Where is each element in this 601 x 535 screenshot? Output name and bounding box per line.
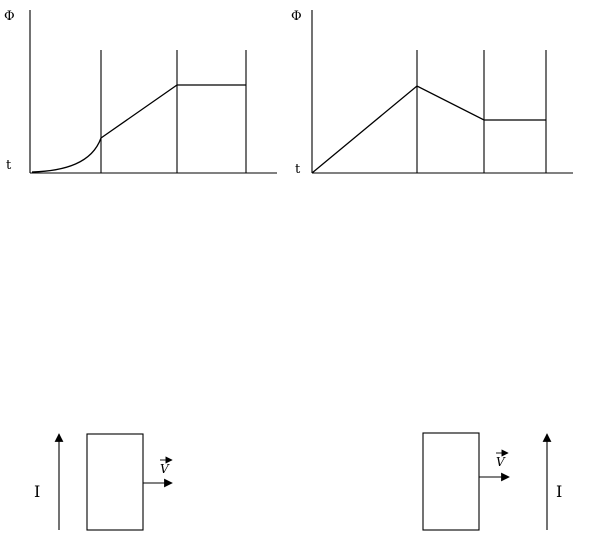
velocity-label-group: V <box>160 456 173 476</box>
velocity-label: V <box>160 462 170 476</box>
current-label: I <box>556 482 562 501</box>
x-axis-label: t <box>295 162 301 177</box>
flux-curve <box>31 84 246 173</box>
x-axis-label: t <box>6 158 12 173</box>
y-axis-label: Φ <box>4 9 15 24</box>
velocity-label: V <box>496 455 506 469</box>
flux-graph-left: Φ t <box>4 9 277 174</box>
conducting-loop <box>86 433 144 531</box>
current-label: I <box>34 482 40 501</box>
y-axis-label: Φ <box>291 9 302 24</box>
flux-graph-right: Φ t <box>291 9 573 177</box>
conducting-loop <box>422 432 480 531</box>
setup-left: I V <box>34 433 173 531</box>
setup-right: V I <box>422 432 562 531</box>
velocity-label-group: V <box>496 449 509 469</box>
flux-curve <box>311 85 546 174</box>
